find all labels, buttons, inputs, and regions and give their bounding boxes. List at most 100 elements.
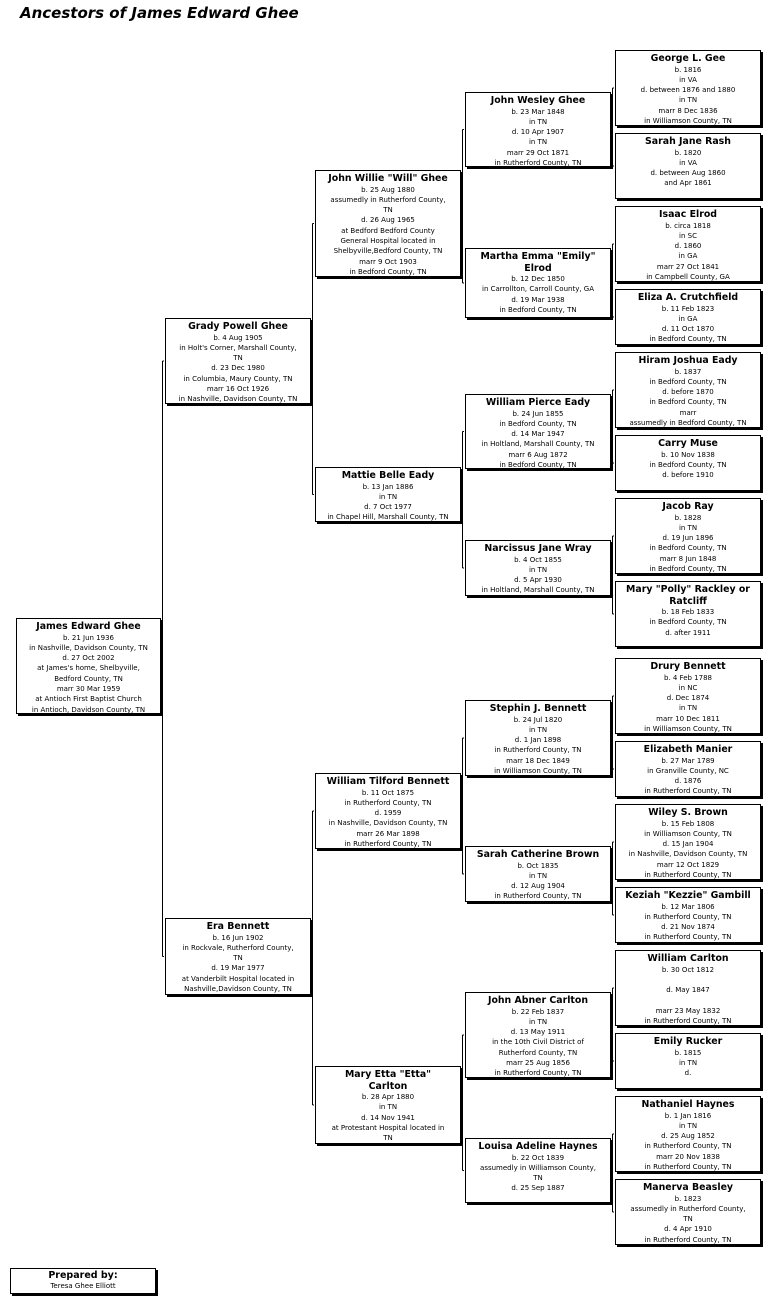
person-detail: in Rutherford County, TN	[494, 158, 582, 167]
person-detail: Nashville,Davidson County, TN	[184, 984, 292, 993]
person-detail: d. 19 Jun 1896	[662, 534, 714, 543]
person-detail: in Rutherford County, TN	[644, 870, 732, 879]
person-detail: d. 1959	[374, 809, 402, 818]
person-detail: d. 11 Oct 1870	[661, 325, 715, 334]
person-detail: marr 30 Mar 1959	[56, 684, 121, 693]
person-detail: marr 29 Oct 1871	[506, 148, 570, 157]
person-detail: assumedly in Williamson County,	[480, 1163, 596, 1172]
person-detail: d. after 1911	[665, 628, 711, 637]
person-detail: in TN	[678, 704, 698, 713]
person-detail: marr 8 Jun 1848	[659, 554, 717, 563]
person-detail: in Bedford County, TN	[649, 564, 727, 573]
person-detail: in Nashville, Davidson County, TN	[628, 850, 748, 859]
person-detail: d.	[684, 1069, 692, 1078]
person-detail: in Antioch, Davidson County, TN	[31, 705, 146, 714]
person-detail: b. 16 Jun 1902	[212, 933, 264, 942]
person-detail: d. 5 Apr 1930	[514, 576, 562, 585]
person-detail	[618, 995, 758, 1005]
person-detail: in Bedford County, TN	[649, 377, 727, 386]
chart-title: Ancestors of James Edward Ghee	[20, 4, 299, 22]
person-detail: in Rutherford County, TN	[344, 839, 432, 848]
person-detail: in TN	[678, 1121, 698, 1130]
person-detail: in Holt's Corner, Marshall County,	[179, 343, 297, 352]
person-detail: in TN	[528, 1017, 548, 1026]
person-detail: Shelbyville,Bedford County, TN	[333, 247, 443, 256]
person-detail: in TN	[678, 1058, 698, 1067]
person-name: Carry Muse	[658, 438, 718, 449]
person-detail: in TN	[378, 492, 398, 501]
person-detail: TN	[533, 1174, 543, 1183]
person-name: John Wesley Ghee	[490, 95, 586, 106]
person-detail: d. 15 Jan 1904	[662, 840, 714, 849]
person-name: Isaac Elrod	[659, 209, 717, 220]
person-name: Mary Etta "Etta"	[344, 1069, 432, 1080]
person-detail: d. 21 Nov 1874	[661, 923, 715, 932]
person-detail: in Bedford County, TN	[649, 460, 727, 469]
person-detail: in Bedford County, TN	[649, 544, 727, 553]
person-detail: d. 19 Mar 1938	[511, 295, 565, 304]
person-detail: d. 1876	[674, 777, 702, 786]
person-detail: in GA	[678, 314, 698, 323]
person-detail: in Rutherford County, TN	[644, 912, 732, 921]
person-detail: b. 4 Aug 1905	[213, 333, 263, 342]
person-detail: d. 13 May 1911	[510, 1028, 566, 1037]
person-detail: Rutherford County, TN	[498, 1048, 578, 1057]
person-detail: in TN	[378, 1103, 398, 1112]
person-detail: marr 6 Aug 1872	[508, 450, 568, 459]
person-detail: d. 26 Aug 1965	[361, 216, 415, 225]
person-detail: b. 1823	[674, 1194, 702, 1203]
person-detail: d. 4 Apr 1910	[664, 1225, 712, 1234]
person-name: Louisa Adeline Haynes	[478, 1141, 598, 1152]
person-detail: d. 25 Aug 1852	[661, 1132, 715, 1141]
person-detail: General Hospital located in	[340, 236, 436, 245]
person-detail: in SC	[679, 231, 697, 240]
person-name: Keziah "Kezzie" Gambill	[625, 890, 751, 901]
person-detail	[618, 975, 758, 985]
person-detail: TN	[383, 206, 393, 215]
person-detail: b. Oct 1835	[517, 861, 559, 870]
person-detail: b. 18 Feb 1833	[661, 608, 715, 616]
person-detail: b. 12 Mar 1806	[661, 902, 715, 911]
person-detail: d. before 1870	[662, 388, 714, 397]
person-detail: TN	[383, 1134, 393, 1143]
person-detail: d. 12 Aug 1904	[511, 882, 565, 891]
person-detail: in Rutherford County, TN	[644, 787, 732, 796]
person-detail: b. 4 Feb 1788	[663, 673, 712, 682]
person-detail: in NC	[678, 683, 698, 692]
person-name: Nathaniel Haynes	[641, 1099, 735, 1110]
person-detail: TN	[233, 354, 243, 363]
person-detail: b. 11 Feb 1823	[661, 304, 715, 313]
person-detail: in Williamson County, TN	[644, 116, 732, 125]
person-detail: d. 10 Apr 1907	[511, 128, 565, 137]
person-name: Martha Emma "Emily"	[480, 251, 596, 262]
person-name: Sarah Jane Rash	[645, 136, 731, 147]
person-detail: in Bedford County, TN	[499, 419, 577, 428]
person-detail: d. between 1876 and 1880	[640, 86, 736, 95]
person-detail: in Bedford County, TN	[499, 460, 577, 469]
person-detail: b. 23 Mar 1848	[511, 107, 565, 116]
person-name: William Pierce Eady	[485, 397, 591, 408]
person-detail: b. 30 Oct 1812	[661, 965, 715, 974]
person-detail: in Rutherford County, TN	[494, 892, 582, 901]
person-detail: in Rutherford County, TN	[344, 798, 432, 807]
person-detail: assumedly in Rutherford County,	[630, 1204, 746, 1213]
person-detail: marr 23 May 1832	[655, 1006, 721, 1015]
person-detail: assumedly in Bedford County, TN	[629, 418, 747, 427]
